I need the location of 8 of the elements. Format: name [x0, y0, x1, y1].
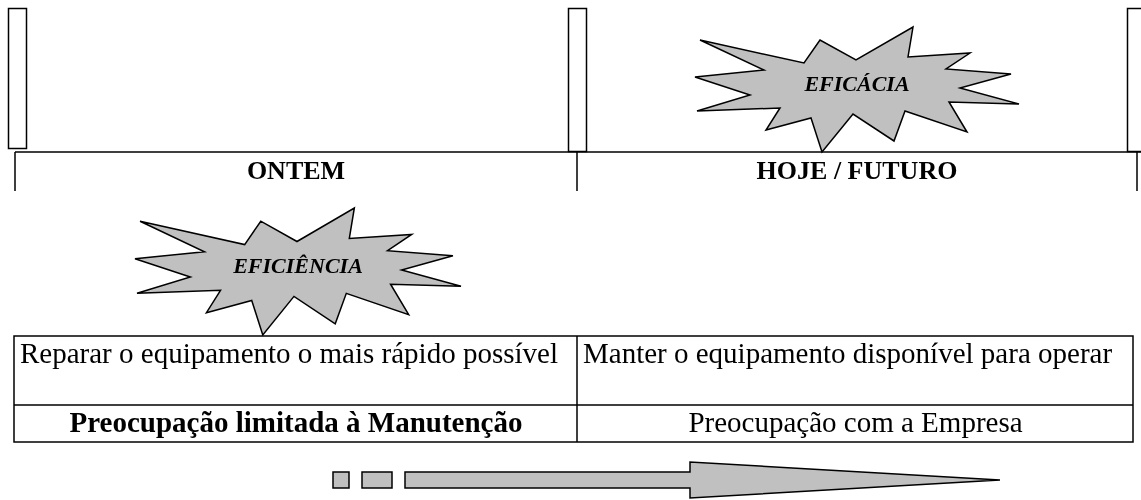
table-cell-text: Manter o equipamento disponível para operar	[582, 337, 1114, 370]
table-cell-text: Reparar o equipamento o mais rápido possível	[19, 337, 559, 370]
column-heading: HOJE / FUTURO	[755, 158, 959, 184]
column-heading: ONTEM	[245, 158, 347, 184]
starburst-label: EFICÁCIA	[803, 71, 911, 97]
table-cell-text: Preocupação limitada à Manutenção	[68, 406, 524, 439]
table-cell-text: Preocupação com a Empresa	[687, 406, 1024, 439]
starburst-label: EFICIÊNCIA	[232, 253, 364, 279]
